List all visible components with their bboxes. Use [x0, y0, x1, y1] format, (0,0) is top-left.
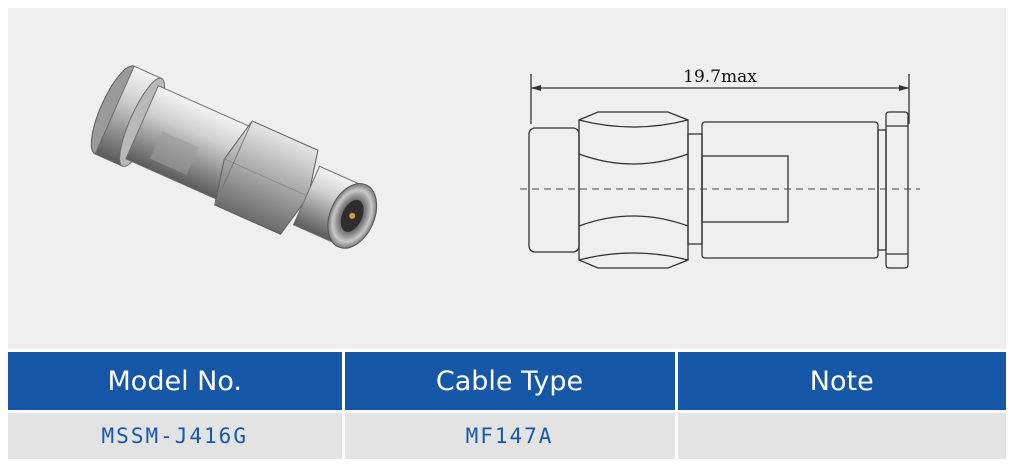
header-model-no: Model No.: [8, 352, 345, 412]
cell-note: [676, 410, 1006, 459]
spec-table: Model No. Cable Type Note MSSM-J416G MF1…: [8, 352, 1006, 459]
product-image-panel: 19.7max: [8, 8, 1006, 349]
header-cable-type: Cable Type: [343, 352, 678, 412]
spec-table-header-row: Model No. Cable Type Note: [8, 352, 1006, 412]
header-note: Note: [676, 352, 1006, 412]
dimension-label: 19.7max: [683, 67, 757, 87]
cell-model-no: MSSM-J416G: [8, 410, 345, 459]
cell-cable-type: MF147A: [343, 410, 678, 459]
table-row: MSSM-J416G MF147A: [8, 410, 1006, 459]
dimension-drawing: 19.7max: [520, 67, 920, 269]
connector-photo: [90, 65, 378, 249]
